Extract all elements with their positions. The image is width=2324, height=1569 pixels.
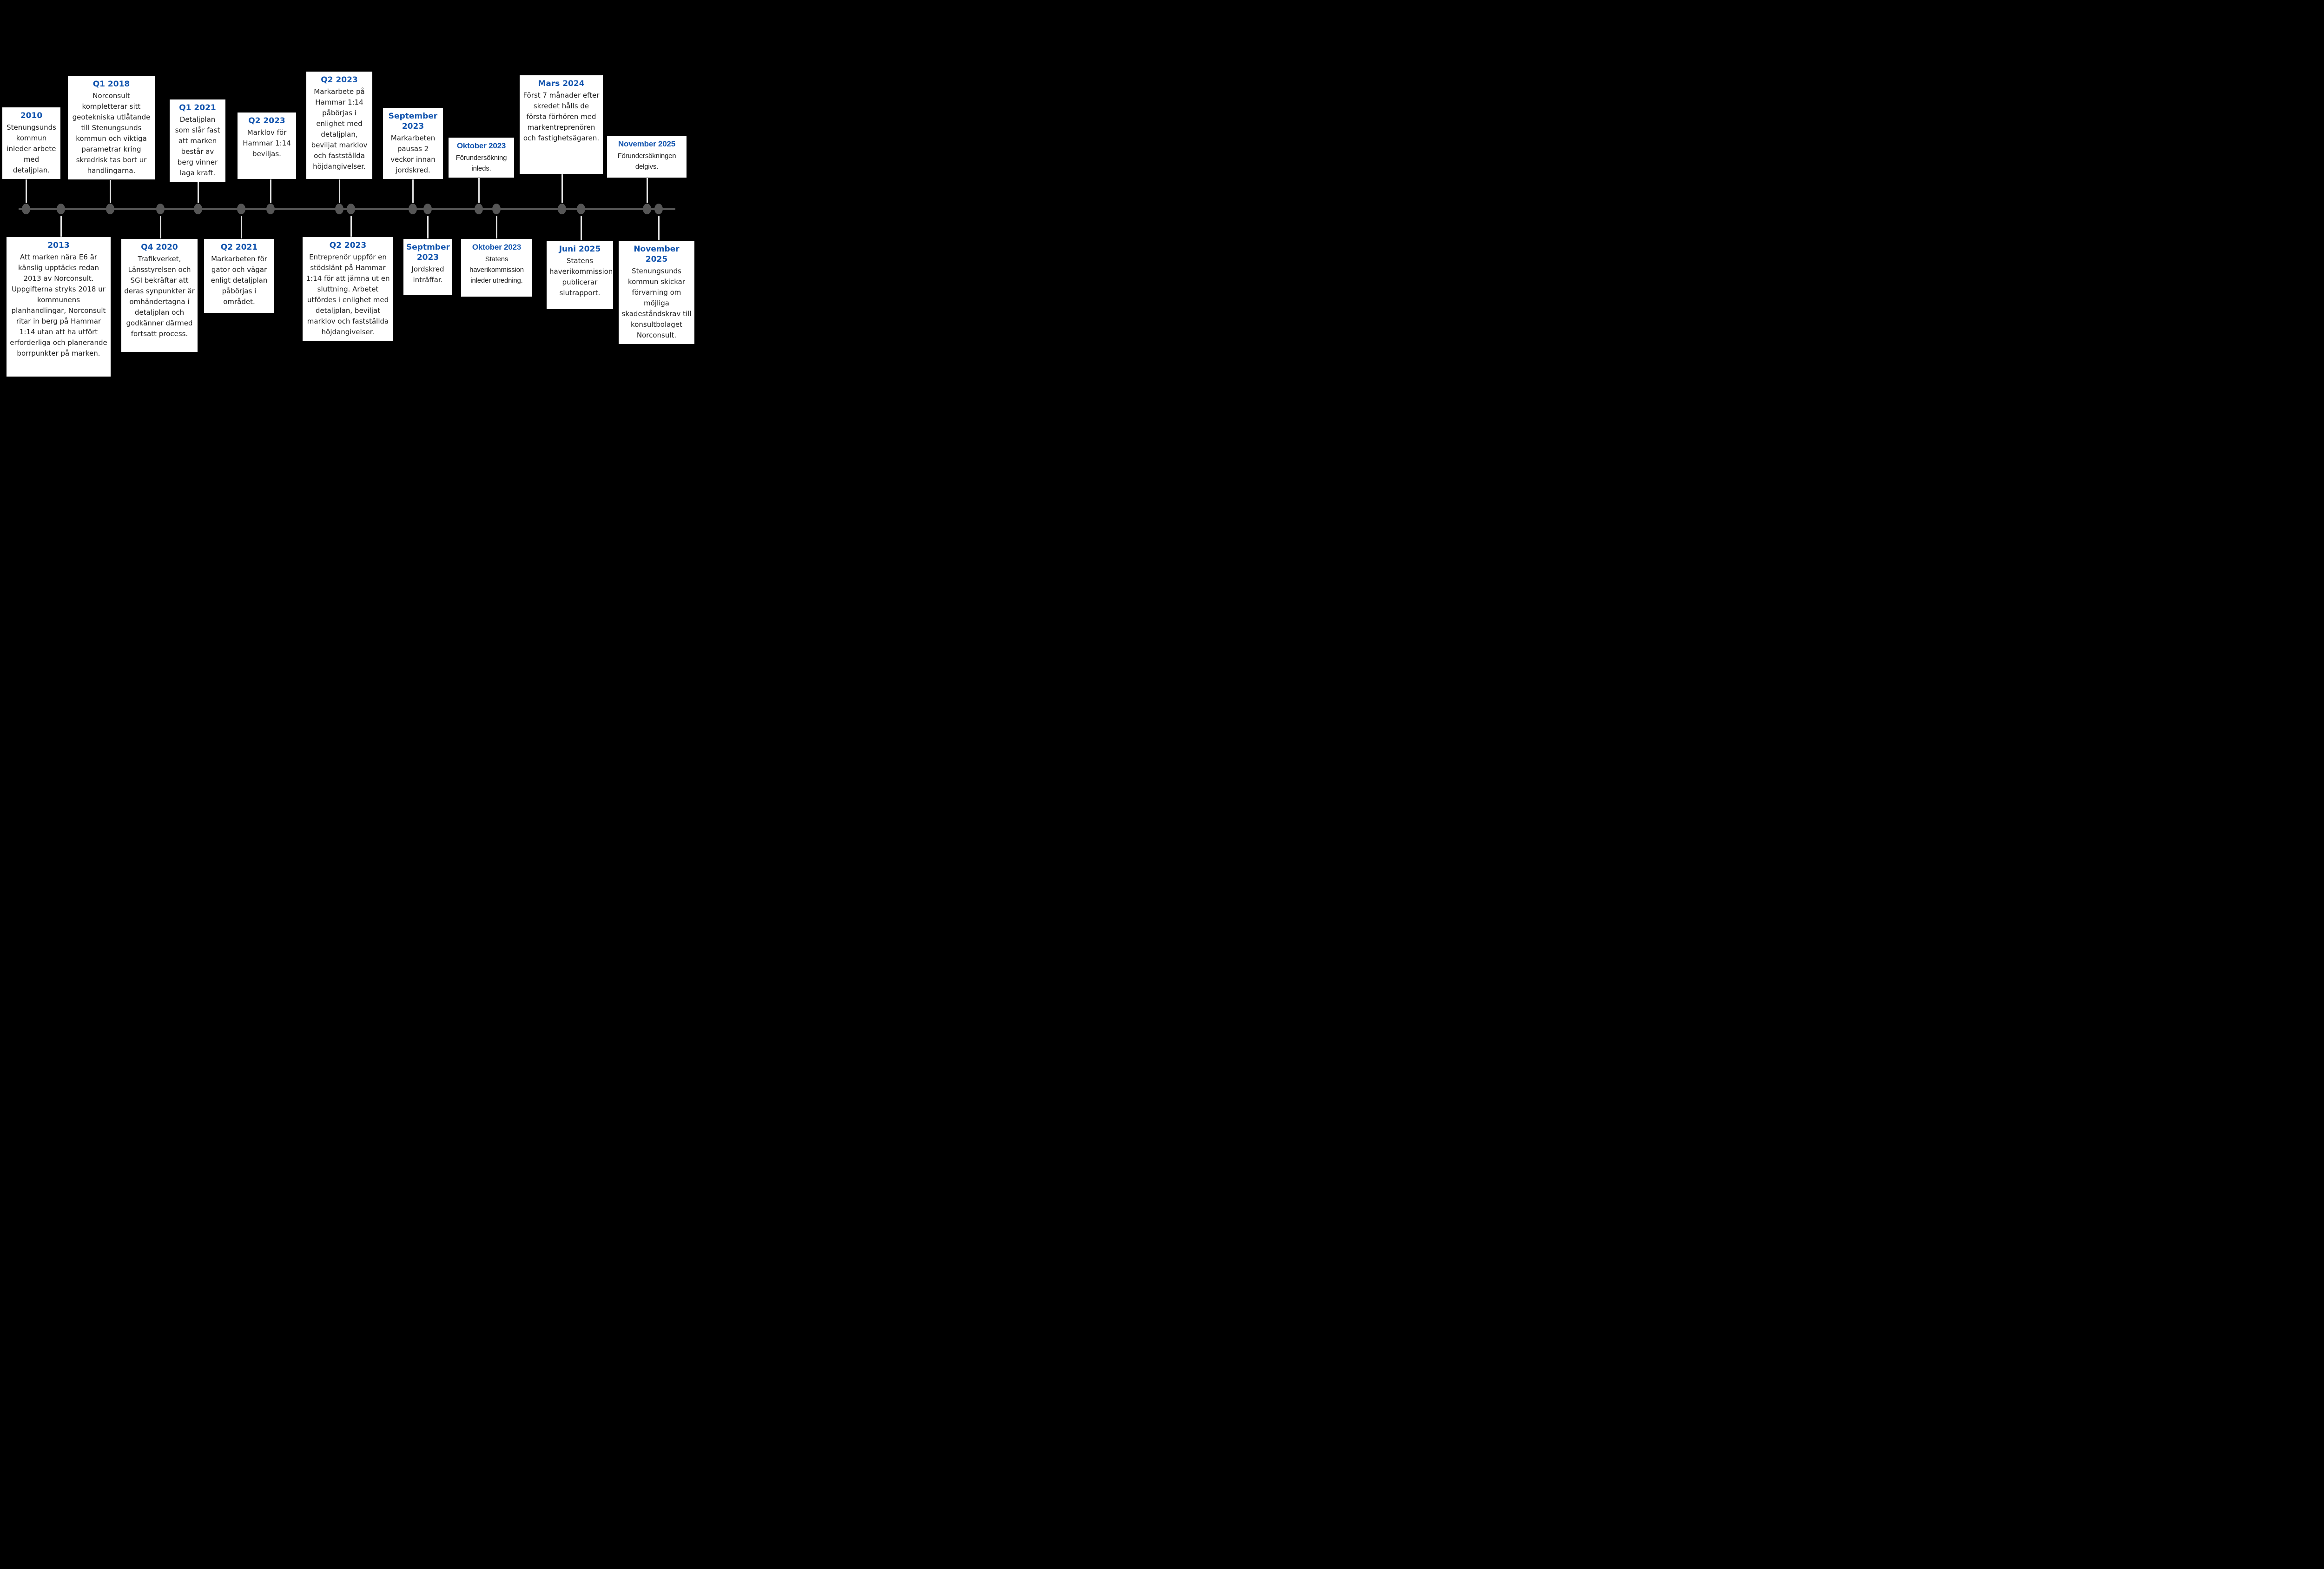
- connector-line: [646, 178, 648, 203]
- timeline-dot: [194, 204, 202, 214]
- timeline-event-card: Juni 2025 Statens haverikommission publi…: [546, 240, 614, 310]
- timeline-event-card: Mars 2024 Först 7 månader efter skredet …: [519, 75, 603, 174]
- event-text: Norconsult kompletterar sitt geotekniska…: [72, 92, 151, 175]
- timeline-dot: [423, 204, 432, 214]
- timeline-event-card: Q1 2018 Norconsult kompletterar sitt geo…: [67, 75, 155, 180]
- timeline-event-card: Q2 2023 Entreprenör uppför en stödslänt …: [302, 237, 394, 341]
- event-date: Septmber 2023: [406, 243, 450, 262]
- timeline-event-card: September 2023 Markarbeten pausas 2 veck…: [383, 107, 443, 179]
- timeline-dot: [409, 204, 417, 214]
- event-text: Först 7 månader efter skredet hålls de f…: [523, 91, 600, 142]
- event-text: Stenungsunds kommun skickar förvarning o…: [621, 267, 692, 339]
- timeline-event-card: Q2 2023 Marklov för Hammar 1:14 beviljas…: [237, 112, 297, 179]
- event-date: Q4 2020: [141, 243, 178, 252]
- connector-line: [427, 216, 429, 238]
- event-date: Q2 2021: [220, 243, 258, 252]
- event-text: Förundersökning inleds.: [456, 154, 507, 172]
- timeline-dot: [654, 204, 663, 214]
- event-text: Marklov för Hammar 1:14 beviljas.: [243, 128, 291, 158]
- event-date: November 2025: [634, 245, 680, 264]
- connector-line: [658, 216, 660, 240]
- timeline-dot: [22, 204, 30, 214]
- timeline-event-card: Oktober 2023 Förundersökning inleds.: [448, 137, 515, 178]
- timeline-event-card: Septmber 2023 Jordskred inträffar.: [403, 238, 453, 295]
- event-date: Q1 2021: [179, 103, 216, 113]
- connector-line: [338, 179, 340, 203]
- timeline-dot: [492, 204, 501, 214]
- event-text: Stenungsunds kommun inleder arbete med d…: [7, 123, 56, 174]
- timeline-dot: [558, 204, 566, 214]
- event-text: Att marken nära E6 är känslig upptäcks r…: [10, 253, 107, 357]
- event-text: Markarbete på Hammar 1:14 påbörjas i enl…: [311, 87, 368, 171]
- event-text: Markarbeten för gator och vägar enligt d…: [211, 255, 268, 306]
- connector-line: [159, 216, 161, 238]
- event-date: 2010: [20, 111, 43, 120]
- timeline-event-card: Q2 2021 Markarbeten för gator och vägar …: [204, 238, 275, 313]
- event-date: Oktober 2023: [456, 141, 506, 150]
- timeline-dot: [475, 204, 483, 214]
- timeline-event-card: Q4 2020 Trafikverket, Länsstyrelsen och …: [121, 238, 198, 352]
- timeline-dot: [347, 204, 355, 214]
- timeline-event-card: Q1 2021 Detaljplan som slår fast att mar…: [169, 99, 226, 182]
- timeline-dot: [266, 204, 275, 214]
- connector-line: [478, 178, 480, 203]
- connector-line: [412, 179, 414, 203]
- timeline-event-card: November 2025 Stenungsunds kommun skicka…: [618, 240, 695, 344]
- event-text: Markarbeten pausas 2 veckor innan jordsk…: [390, 134, 436, 174]
- event-text: Jordskred inträffar.: [411, 265, 444, 284]
- event-text: Statens haverikommission inleder utredni…: [469, 255, 524, 285]
- event-date: Q1 2018: [92, 79, 130, 89]
- event-date: November 2025: [618, 139, 676, 148]
- connector-line: [350, 216, 352, 237]
- event-text: Entreprenör uppför en stödslänt på Hamma…: [306, 253, 390, 336]
- timeline-event-card: Oktober 2023 Statens haverikommission in…: [461, 238, 533, 297]
- event-date: 2013: [47, 241, 70, 250]
- connector-line: [109, 180, 111, 203]
- event-text: Förundersökningen delgivs.: [617, 152, 676, 171]
- event-text: Trafikverket, Länsstyrelsen och SGI bekr…: [124, 255, 195, 338]
- timeline-dot: [643, 204, 651, 214]
- event-date: Q2 2023: [248, 116, 285, 126]
- event-date: Juni 2025: [559, 245, 601, 254]
- connector-line: [270, 179, 271, 203]
- connector-line: [240, 216, 242, 238]
- connector-line: [60, 216, 62, 237]
- timeline-dot: [577, 204, 585, 214]
- timeline-dot: [237, 204, 245, 214]
- event-text: Statens haverikommission publicerar slut…: [549, 257, 613, 297]
- timeline-event-card: 2013 Att marken nära E6 är känslig upptä…: [6, 237, 111, 377]
- event-date: Q2 2023: [329, 241, 367, 250]
- timeline-infographic: 2010 Stenungsunds kommun inleder arbete …: [0, 0, 697, 392]
- timeline-event-card: Q2 2023 Markarbete på Hammar 1:14 påbörj…: [306, 71, 373, 179]
- event-date: Q2 2023: [321, 75, 358, 85]
- event-text: Detaljplan som slår fast att marken best…: [175, 115, 220, 177]
- event-date: Oktober 2023: [472, 243, 522, 252]
- connector-line: [561, 174, 563, 203]
- event-date: September 2023: [388, 112, 438, 131]
- timeline-event-card: 2010 Stenungsunds kommun inleder arbete …: [2, 107, 61, 179]
- connector-line: [580, 216, 582, 240]
- timeline-dot: [57, 204, 65, 214]
- timeline-dot: [335, 204, 343, 214]
- timeline-event-card: November 2025 Förundersökningen delgivs.: [607, 135, 687, 178]
- connector-line: [197, 182, 199, 203]
- timeline-dot: [106, 204, 114, 214]
- timeline-dot: [156, 204, 165, 214]
- connector-line: [25, 179, 27, 203]
- connector-line: [495, 216, 497, 238]
- event-date: Mars 2024: [538, 79, 585, 88]
